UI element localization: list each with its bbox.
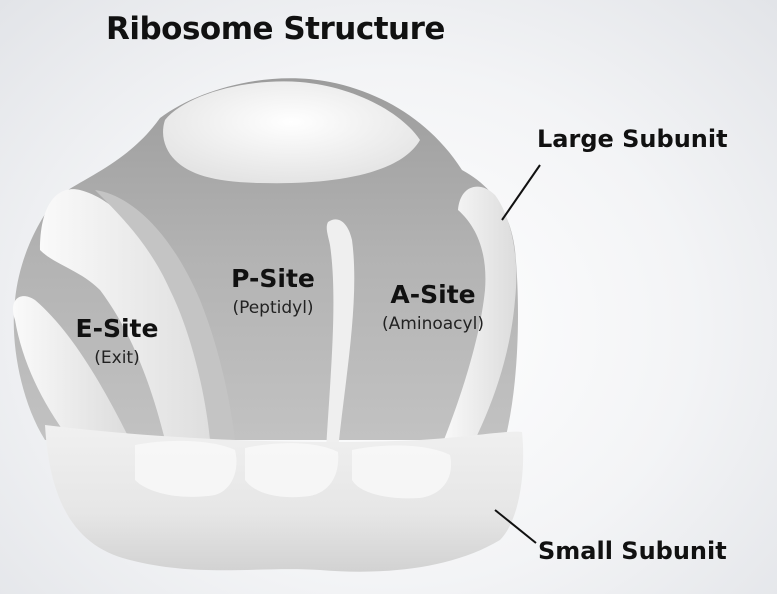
p-site-label: P-Site — [231, 264, 315, 293]
a-site-subtitle: (Aminoacyl) — [382, 314, 484, 334]
e-site-label: E-Site — [75, 314, 159, 343]
large-subunit-top-cap — [163, 81, 420, 184]
e-site-subtitle: (Exit) — [94, 348, 140, 368]
e-site-outer-ridge — [12, 296, 131, 440]
small-subunit-leader-line — [494, 509, 537, 544]
small-subunit-lobe — [245, 443, 339, 498]
small-subunit-lobe — [135, 440, 237, 497]
tRNA-strand — [326, 219, 355, 450]
a-site-right-ridge — [440, 186, 517, 450]
e-site-inner-ridge — [40, 189, 225, 440]
a-site-label: A-Site — [390, 280, 476, 309]
small-subunit-lobe — [352, 445, 452, 499]
p-site-subtitle: (Peptidyl) — [232, 298, 314, 318]
large-subunit-leader-line — [501, 164, 541, 221]
large-subunit-label: Large Subunit — [537, 125, 728, 153]
small-subunit-label: Small Subunit — [538, 537, 727, 565]
diagram-title: Ribosome Structure — [106, 11, 445, 47]
p-site-left-ridge — [95, 190, 235, 440]
